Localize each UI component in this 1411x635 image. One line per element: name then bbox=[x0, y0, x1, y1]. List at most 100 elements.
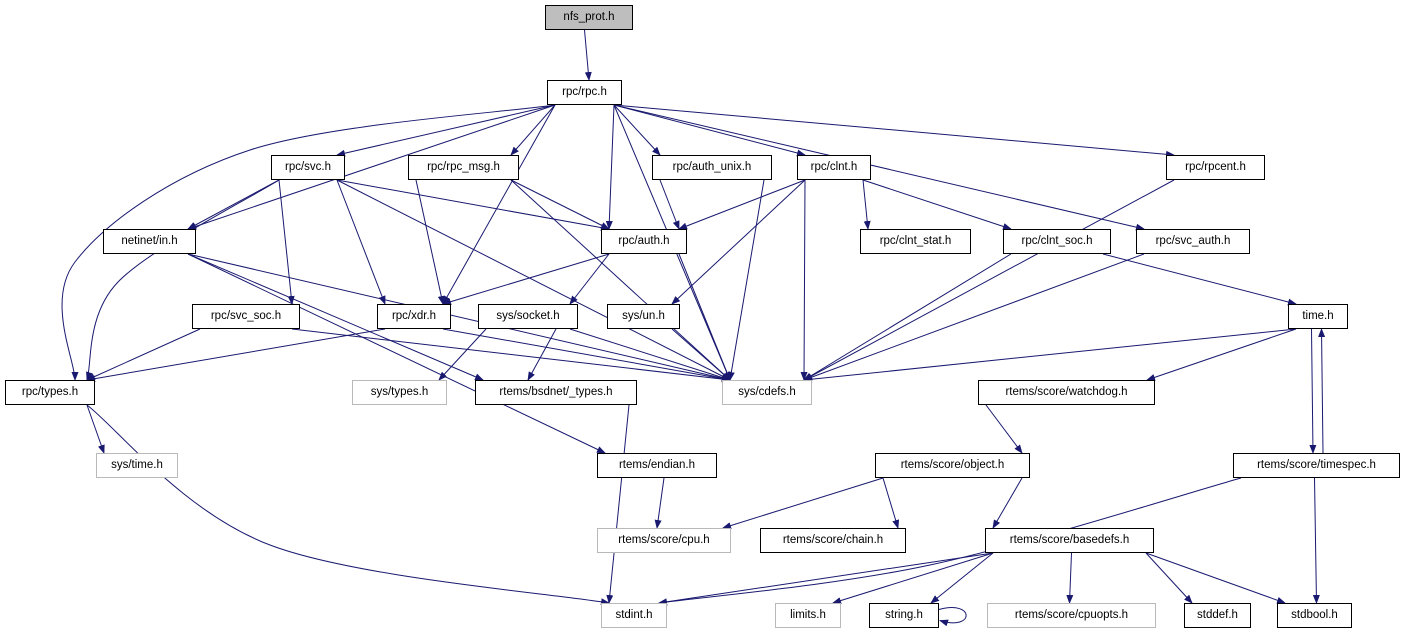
include-edge bbox=[510, 179, 731, 381]
graph-node-sys-socket[interactable]: sys/socket.h bbox=[478, 304, 578, 329]
include-edge bbox=[800, 179, 808, 381]
graph-node-label: rpc/svc.h bbox=[284, 160, 331, 173]
include-edge bbox=[336, 104, 556, 157]
include-edge bbox=[291, 328, 731, 383]
include-edge bbox=[862, 179, 1012, 230]
graph-node-label: sys/types.h bbox=[370, 385, 429, 398]
graph-node-label: rpc/clnt_stat.h bbox=[879, 234, 952, 247]
include-edge bbox=[658, 477, 1242, 606]
graph-node-rpc-types[interactable]: rpc/types.h bbox=[5, 380, 95, 405]
graph-node-label: sys/socket.h bbox=[496, 309, 560, 322]
graph-node-netinet-in[interactable]: netinet/in.h bbox=[103, 229, 196, 254]
graph-node-rpc-clnt-stat[interactable]: rpc/clnt_stat.h bbox=[860, 229, 971, 254]
graph-node-score-cpu[interactable]: rtems/score/cpu.h bbox=[597, 528, 731, 553]
graph-node-sys-types[interactable]: sys/types.h bbox=[352, 380, 447, 405]
include-edge bbox=[1309, 328, 1317, 454]
include-edge bbox=[1146, 328, 1297, 381]
graph-node-rpc-auth-unix[interactable]: rpc/auth_unix.h bbox=[652, 155, 772, 180]
graph-node-label: nfs_prot.h bbox=[563, 10, 615, 23]
graph-node-stdint[interactable]: stdint.h bbox=[601, 603, 667, 628]
include-edge bbox=[985, 404, 1023, 454]
include-edge bbox=[803, 328, 1297, 383]
graph-node-sys-time[interactable]: sys/time.h bbox=[96, 453, 178, 478]
graph-node-label: stddef.h bbox=[1197, 608, 1238, 621]
include-edge bbox=[930, 552, 994, 604]
include-edge bbox=[832, 552, 994, 604]
include-edge bbox=[86, 404, 105, 454]
include-edge bbox=[510, 179, 610, 230]
graph-node-rpc-clnt-soc[interactable]: rpc/clnt_soc.h bbox=[1003, 229, 1111, 254]
graph-node-score-timespec[interactable]: rtems/score/timespec.h bbox=[1233, 453, 1400, 478]
graph-node-rpc-clnt[interactable]: rpc/clnt.h bbox=[797, 155, 871, 180]
graph-node-label: rpc/clnt.h bbox=[810, 160, 858, 173]
include-edge bbox=[727, 179, 765, 381]
include-edge bbox=[187, 253, 731, 382]
include-edge bbox=[442, 328, 731, 383]
include-edge bbox=[613, 104, 806, 157]
graph-node-rpc-rpc[interactable]: rpc/rpc.h bbox=[547, 80, 622, 105]
graph-node-string[interactable]: string.h bbox=[869, 603, 939, 628]
graph-node-rpc-svc-soc[interactable]: rpc/svc_soc.h bbox=[192, 304, 300, 329]
graph-node-rpc-svc-auth[interactable]: rpc/svc_auth.h bbox=[1136, 229, 1250, 254]
include-edge bbox=[678, 179, 806, 230]
include-edge bbox=[613, 104, 1175, 158]
include-edge bbox=[438, 328, 487, 381]
graph-node-sys-cdefs[interactable]: sys/cdefs.h bbox=[722, 380, 812, 405]
graph-node-rtems-endian[interactable]: rtems/endian.h bbox=[597, 453, 717, 478]
graph-node-label: rtems/score/timespec.h bbox=[1257, 458, 1376, 471]
graph-node-label: rtems/score/cpu.h bbox=[618, 533, 710, 546]
graph-node-label: rtems/score/basedefs.h bbox=[1009, 533, 1130, 546]
graph-node-label: stdint.h bbox=[615, 608, 653, 621]
graph-node-bsdnet-types[interactable]: rtems/bsdnet/_types.h bbox=[475, 380, 637, 405]
include-edge bbox=[671, 179, 806, 305]
graph-node-label: netinet/in.h bbox=[121, 234, 178, 247]
graph-node-time[interactable]: time.h bbox=[1288, 304, 1348, 329]
graph-node-label: rtems/endian.h bbox=[618, 458, 696, 471]
include-edge bbox=[1102, 253, 1297, 306]
graph-node-rpc-rpcent[interactable]: rpc/rpcent.h bbox=[1166, 155, 1265, 180]
graph-node-label: rpc/svc_auth.h bbox=[1155, 234, 1231, 247]
graph-node-nfs-prot[interactable]: nfs_prot.h bbox=[545, 5, 633, 30]
include-edge bbox=[584, 29, 592, 81]
graph-node-score-watchdog[interactable]: rtems/score/watchdog.h bbox=[978, 380, 1155, 405]
graph-node-label: sys/cdefs.h bbox=[738, 385, 796, 398]
graph-node-label: rtems/score/object.h bbox=[900, 458, 1005, 471]
graph-node-label: time.h bbox=[1302, 309, 1334, 322]
include-edge bbox=[442, 253, 610, 306]
include-edge bbox=[86, 179, 280, 381]
graph-node-sys-un[interactable]: sys/un.h bbox=[607, 304, 680, 329]
include-edge bbox=[1318, 328, 1326, 454]
graph-node-label: rpc/auth.h bbox=[618, 234, 670, 247]
graph-node-score-chain[interactable]: rtems/score/chain.h bbox=[760, 528, 906, 553]
graph-node-label: sys/un.h bbox=[622, 309, 665, 322]
include-edge bbox=[278, 179, 295, 305]
include-edge bbox=[606, 404, 630, 604]
include-edge bbox=[654, 477, 665, 529]
graph-node-score-basedefs[interactable]: rtems/score/basedefs.h bbox=[985, 528, 1154, 553]
graph-node-rpc-rpc-msg[interactable]: rpc/rpc_msg.h bbox=[408, 155, 519, 180]
include-edge bbox=[442, 104, 556, 305]
graph-node-label: rpc/rpc_msg.h bbox=[427, 160, 500, 173]
include-edge bbox=[678, 253, 731, 381]
graph-node-score-cpuopts[interactable]: rtems/score/cpuopts.h bbox=[987, 603, 1156, 628]
graph-node-rpc-xdr[interactable]: rpc/xdr.h bbox=[377, 304, 451, 329]
include-edge bbox=[658, 552, 994, 606]
graph-node-label: rtems/score/chain.h bbox=[782, 533, 884, 546]
include-edge bbox=[415, 179, 445, 305]
graph-node-label: rtems/score/watchdog.h bbox=[1005, 385, 1128, 398]
graph-node-limits[interactable]: limits.h bbox=[775, 603, 841, 628]
graph-node-rpc-svc[interactable]: rpc/svc.h bbox=[271, 155, 345, 180]
graph-node-score-object[interactable]: rtems/score/object.h bbox=[875, 453, 1030, 478]
include-edge bbox=[613, 104, 661, 156]
graph-node-stddef[interactable]: stddef.h bbox=[1184, 603, 1251, 628]
graph-node-label: rpc/rpcent.h bbox=[1185, 160, 1246, 173]
include-edge bbox=[569, 328, 731, 381]
graph-node-stdbool[interactable]: stdbool.h bbox=[1277, 603, 1352, 628]
graph-node-rpc-auth[interactable]: rpc/auth.h bbox=[601, 229, 687, 254]
include-edge bbox=[336, 179, 610, 232]
graph-node-label: rtems/bsdnet/_types.h bbox=[499, 385, 613, 398]
include-edge bbox=[605, 104, 615, 230]
include-edge bbox=[86, 328, 201, 381]
